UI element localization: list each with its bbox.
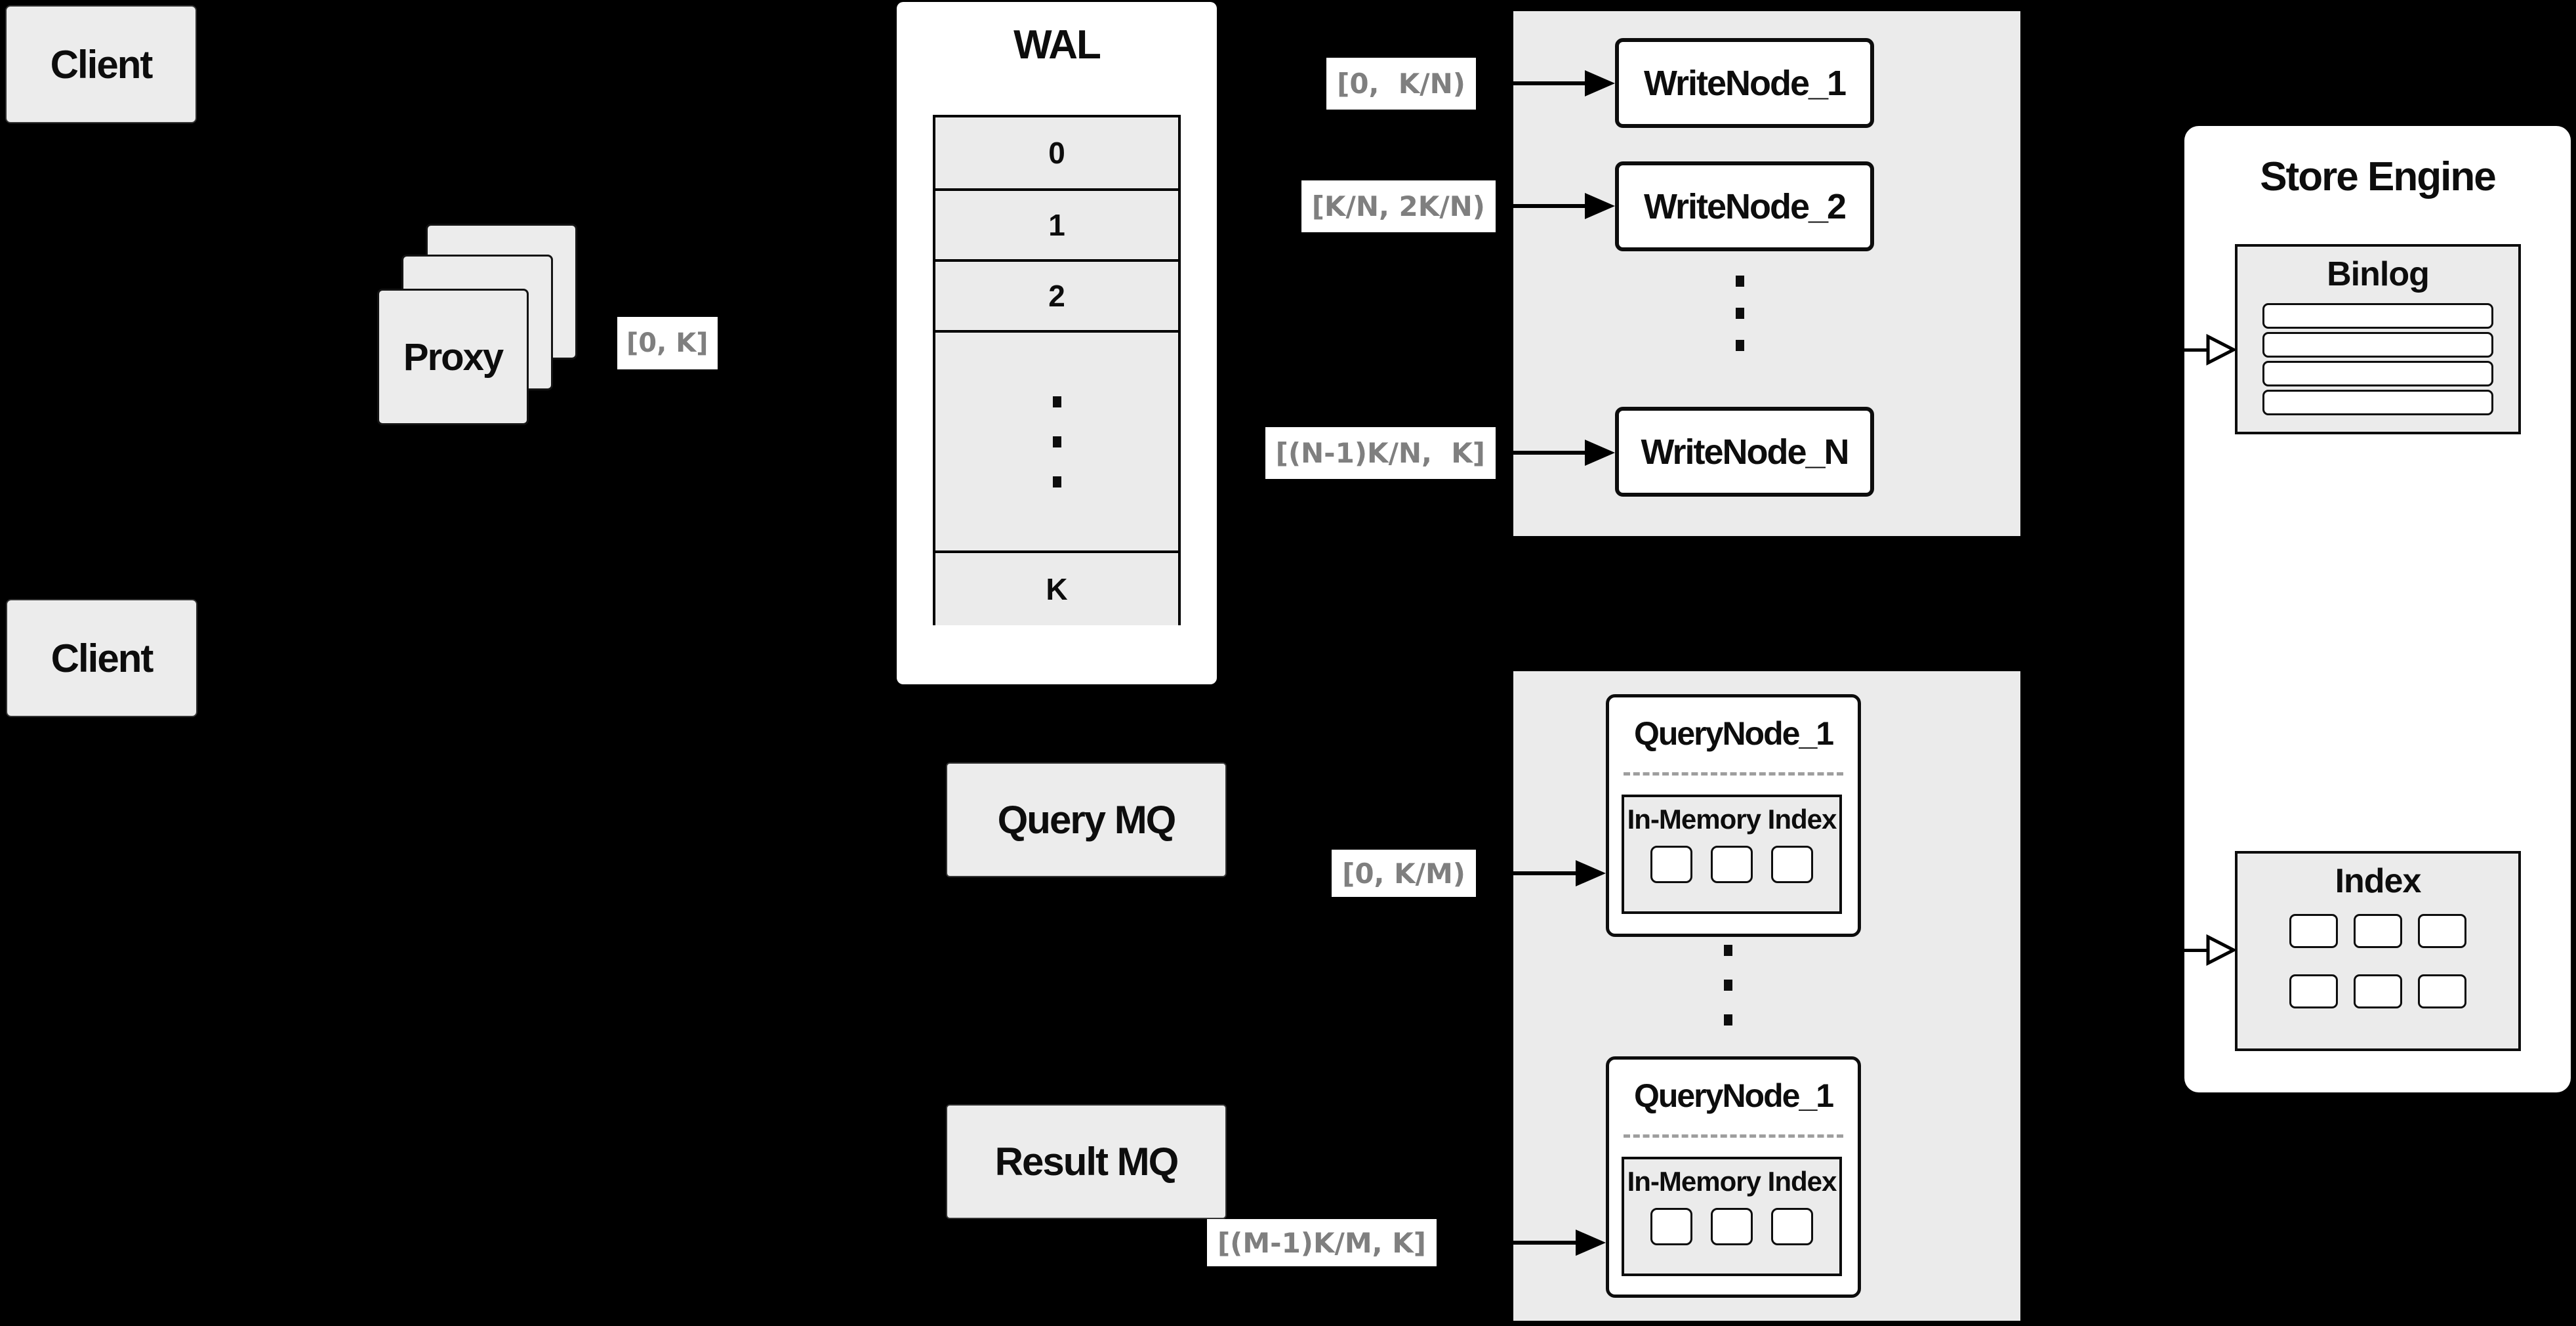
in-memory-index-top-cells <box>1624 846 1839 883</box>
index-segment-cell <box>1771 846 1813 883</box>
query-range-bottom-label: [(M-1)K/M, K] <box>1206 1219 1437 1266</box>
in-memory-index-bottom-box: In-Memory Index <box>1622 1157 1842 1276</box>
client-bottom-label: Client <box>51 636 154 680</box>
index-segment-cell <box>1711 1208 1753 1245</box>
in-memory-index-bottom-title: In-Memory Index <box>1627 1166 1837 1197</box>
index-cell <box>2289 974 2338 1008</box>
index-cell <box>2354 914 2402 948</box>
in-memory-index-top-box: In-Memory Index <box>1622 795 1842 914</box>
index-cell <box>2289 914 2338 948</box>
arrow-shaft-binlog <box>2136 348 2208 352</box>
store-engine-box: Store Engine Binlog Index <box>2184 126 2571 1092</box>
index-segment-cell <box>1711 846 1753 883</box>
index-cell <box>2354 974 2402 1008</box>
binlog-row <box>2262 390 2493 415</box>
binlog-row <box>2262 303 2493 329</box>
in-memory-index-bottom-cells <box>1624 1208 1839 1245</box>
index-box: Index <box>2235 851 2521 1051</box>
query-node-top-title: QueryNode_1 <box>1633 715 1834 752</box>
write-node-n-box: WriteNode_N <box>1615 407 1874 497</box>
client-top-box: Client <box>5 5 197 123</box>
arrowhead-qn-bottom <box>1576 1230 1606 1256</box>
arrowhead-binlog <box>2206 334 2236 365</box>
query-node-ellipsis-dots <box>1724 945 1732 1026</box>
index-title: Index <box>2335 862 2422 900</box>
arrowhead-wnN <box>1585 440 1615 466</box>
arrow-shaft-qn-top <box>1476 871 1576 875</box>
write-node-1-label: WriteNode_1 <box>1643 63 1847 103</box>
arrowhead-wn2 <box>1585 193 1615 219</box>
write-range-2-label: [K/N, 2K/N) <box>1301 180 1496 232</box>
query-node-bottom-title: QueryNode_1 <box>1633 1077 1834 1114</box>
write-range-1-label: [0, K/N) <box>1326 58 1476 110</box>
client-bottom-box: Client <box>6 599 197 717</box>
query-node-bottom-divider <box>1624 1134 1843 1138</box>
write-node-2-box: WriteNode_2 <box>1615 161 1874 251</box>
index-segment-cell <box>1650 1208 1692 1245</box>
wal-title: WAL <box>1013 22 1101 68</box>
proxy-label: Proxy <box>403 335 504 379</box>
index-segment-cell <box>1650 846 1692 883</box>
binlog-row <box>2262 332 2493 358</box>
proxy-range-label: [0, K] <box>617 317 718 369</box>
write-node-ellipsis-dots <box>1736 276 1744 351</box>
arrow-shaft-qn-bottom <box>1438 1241 1576 1245</box>
binlog-row <box>2262 361 2493 386</box>
store-engine-title: Store Engine <box>2260 154 2496 199</box>
write-node-n-label: WriteNode_N <box>1641 432 1849 472</box>
arrow-shaft-wn2 <box>1498 204 1585 208</box>
wal-row-1: 1 <box>935 188 1178 259</box>
in-memory-index-top-title: In-Memory Index <box>1627 804 1837 835</box>
arrow-shaft-wnN <box>1498 451 1585 455</box>
index-cells <box>2238 914 2518 1008</box>
wal-row-2: 2 <box>935 259 1178 330</box>
query-node-bottom-box: QueryNode_1 In-Memory Index <box>1606 1056 1861 1298</box>
write-range-n-label: [(N-1)K/N, K] <box>1265 427 1496 479</box>
index-cell <box>2418 914 2466 948</box>
index-cell <box>2418 974 2466 1008</box>
arrowhead-index <box>2206 934 2236 966</box>
wal-row-0: 0 <box>935 117 1178 188</box>
arrow-shaft-wn1 <box>1476 81 1585 85</box>
index-segment-cell <box>1771 1208 1813 1245</box>
wal-row-k: K <box>935 550 1178 625</box>
write-node-2-label: WriteNode_2 <box>1643 186 1847 226</box>
wal-box: WAL 0 1 2 K <box>897 2 1217 684</box>
query-node-top-divider <box>1624 772 1843 776</box>
result-mq-box: Result MQ <box>946 1104 1227 1219</box>
wal-ellipsis-dots <box>935 330 1178 550</box>
query-mq-box: Query MQ <box>946 762 1227 877</box>
result-mq-label: Result MQ <box>994 1140 1179 1184</box>
arrow-shaft-index <box>2136 949 2208 952</box>
binlog-box: Binlog <box>2235 244 2521 434</box>
wal-table: 0 1 2 K <box>933 115 1181 625</box>
write-node-1-box: WriteNode_1 <box>1615 38 1874 128</box>
arrowhead-wn1 <box>1585 70 1615 96</box>
proxy-card-front: Proxy <box>377 289 529 425</box>
binlog-rows <box>2262 303 2493 415</box>
arrowhead-qn-top <box>1576 860 1606 886</box>
query-mq-label: Query MQ <box>997 798 1177 842</box>
query-node-top-box: QueryNode_1 In-Memory Index <box>1606 694 1861 937</box>
query-range-top-label: [0, K/M) <box>1332 850 1476 897</box>
binlog-title: Binlog <box>2327 255 2430 293</box>
client-top-label: Client <box>50 42 153 87</box>
